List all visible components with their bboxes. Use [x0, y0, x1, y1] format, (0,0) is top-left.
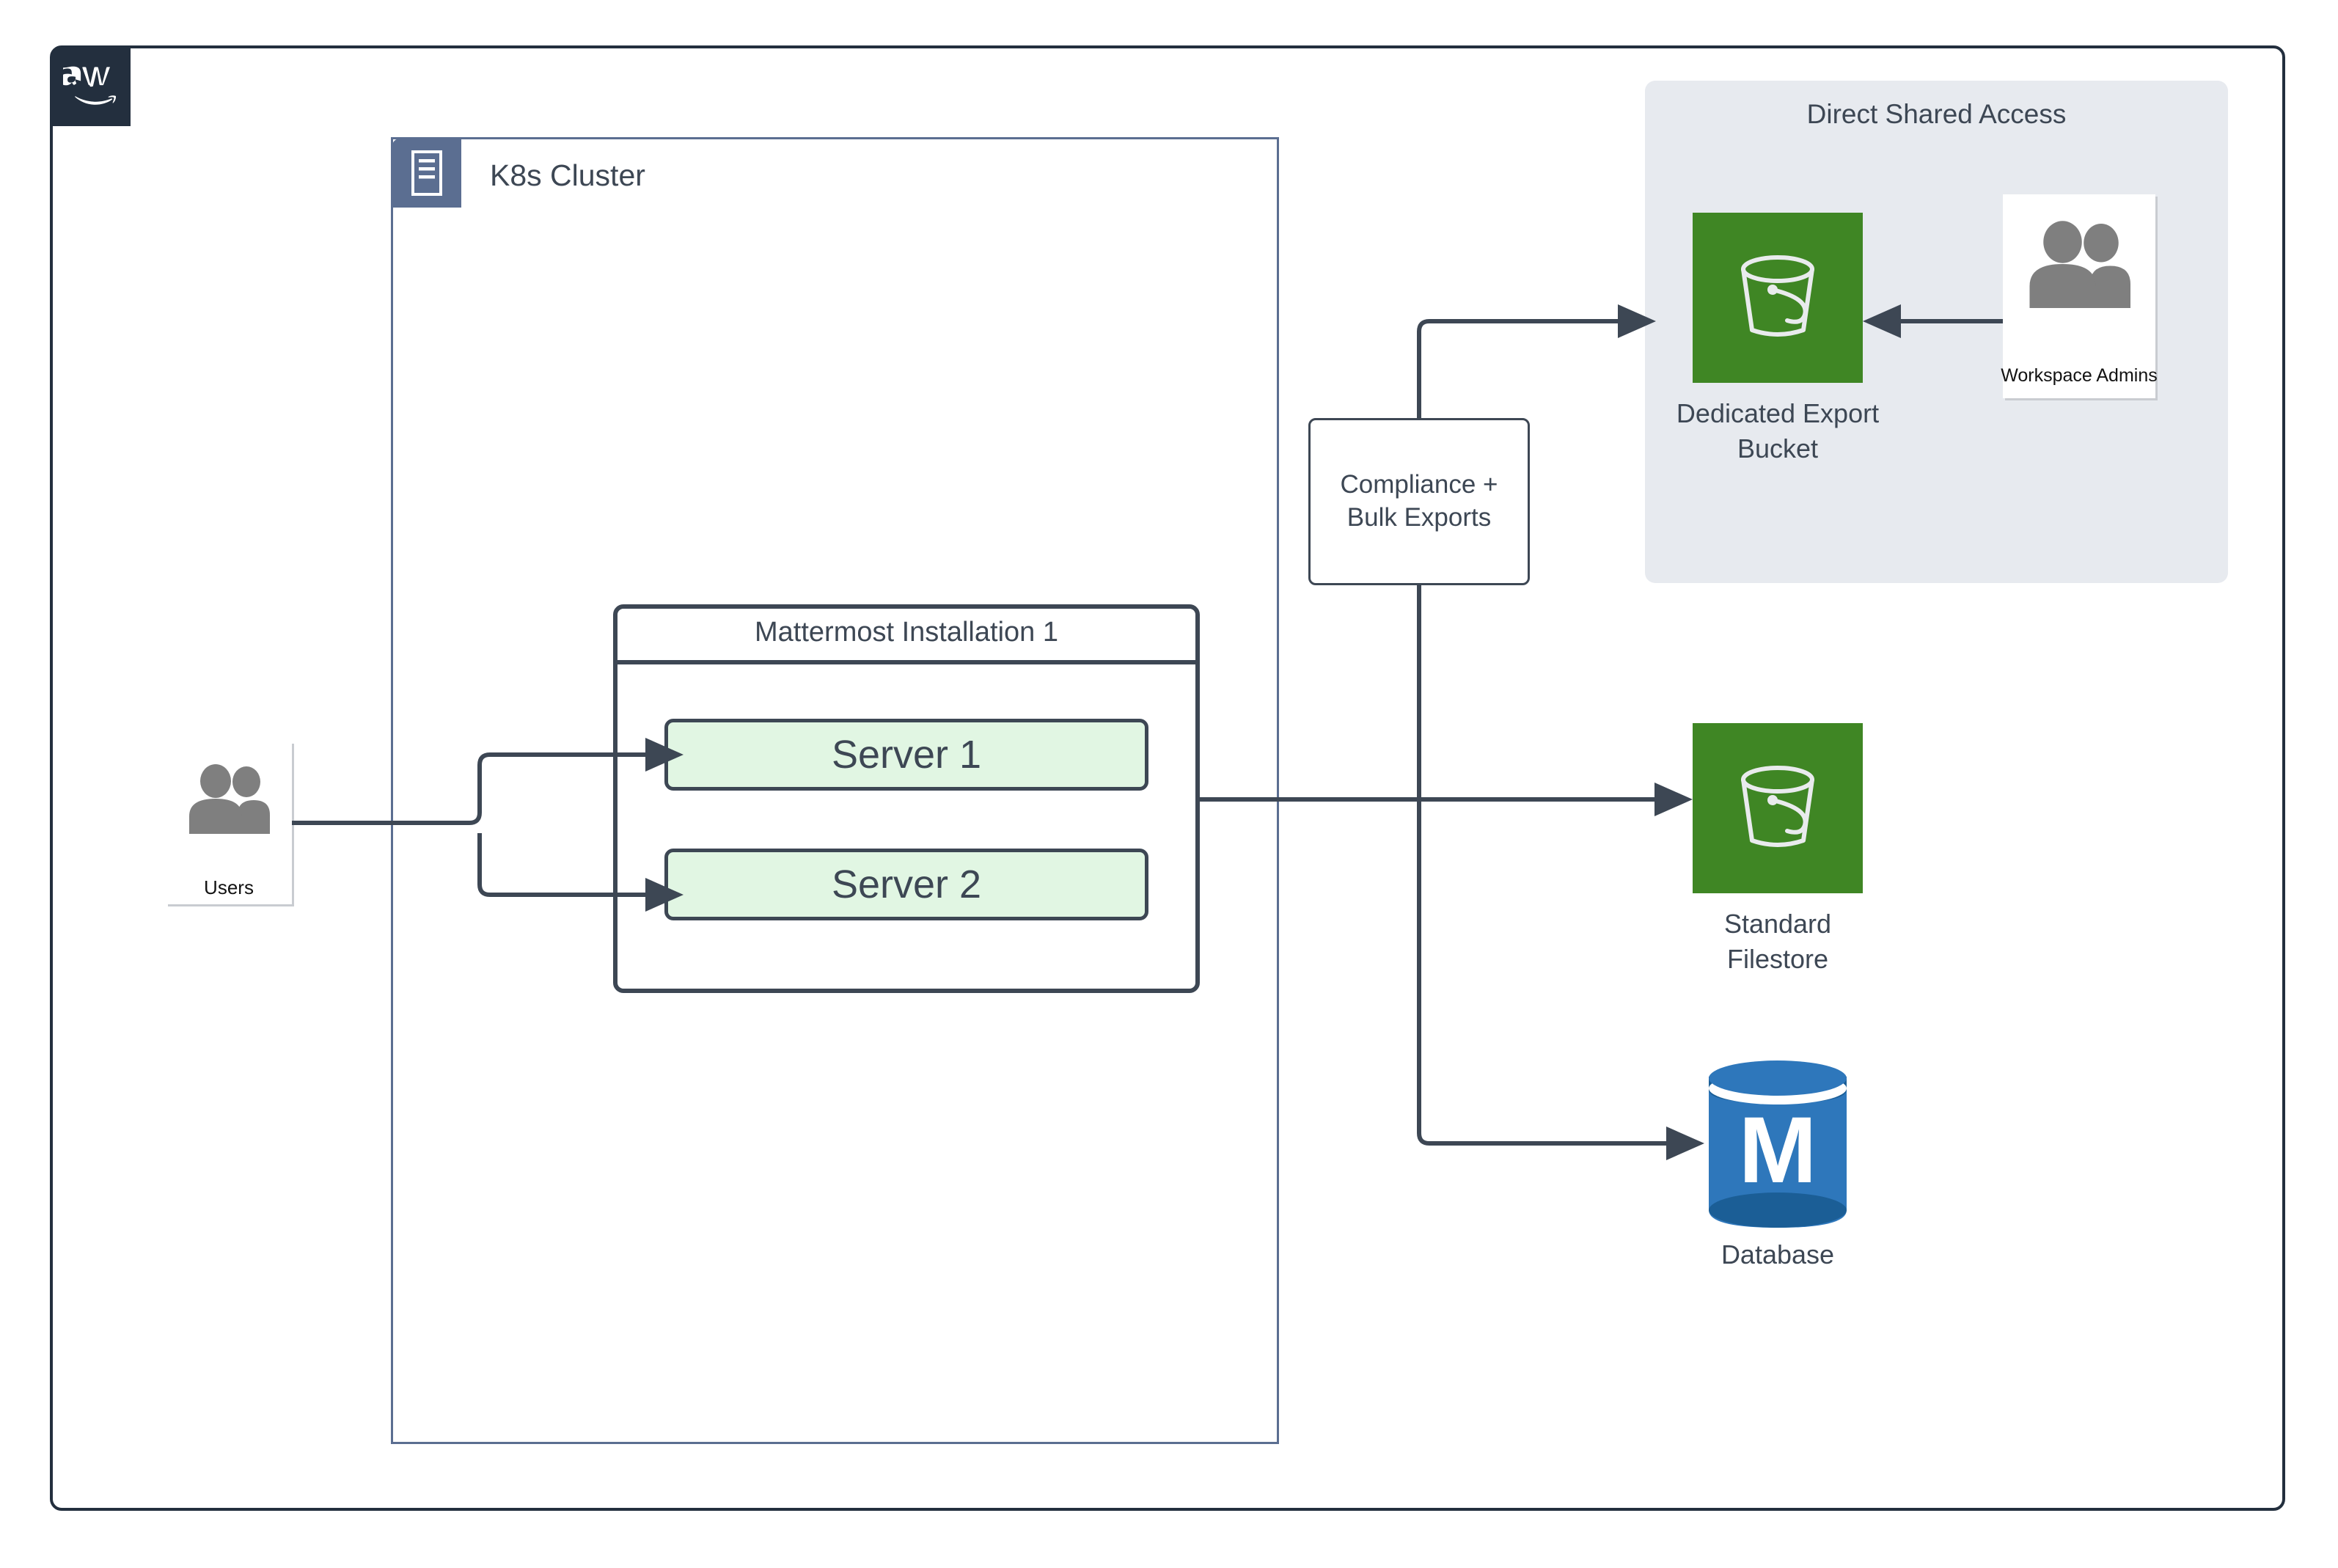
s3-bucket-icon — [1741, 766, 1814, 847]
workspace-admins-actor-label: Workspace Admins — [2001, 365, 2158, 386]
mattermost-installation-title: Mattermost Installation 1 — [755, 616, 1058, 648]
svg-text:M: M — [1739, 1098, 1817, 1203]
users-group-icon — [2022, 220, 2136, 308]
server-rack-icon — [392, 139, 461, 208]
dedicated-export-bucket-node[interactable] — [1693, 213, 1863, 383]
compliance-label-line-1: Compliance + — [1340, 470, 1498, 499]
server-node-2-label: Server 2 — [831, 862, 982, 906]
database-caption: Database — [1720, 1239, 1835, 1270]
standard-filestore-node[interactable] — [1693, 723, 1863, 893]
k8s-cluster-title: K8s Cluster — [490, 158, 645, 192]
aws-logo-icon — [51, 47, 131, 126]
standard-filestore-caption: Standard Filestore — [1576, 906, 1979, 976]
compliance-label-line-2: Bulk Exports — [1346, 503, 1492, 532]
dedicated-export-bucket-caption: Dedicated Export Bucket — [1576, 396, 1979, 466]
mattermost-database-cylinder-icon: M — [1709, 1060, 1847, 1228]
dedicated-export-bucket-caption-line-2: Bucket — [1737, 433, 1819, 464]
direct-shared-access-title: Direct Shared Access — [1806, 99, 2067, 129]
database-node[interactable]: M — [1704, 1056, 1851, 1232]
mattermost-installation-box — [613, 604, 1200, 993]
mattermost-installation-header: Mattermost Installation 1 — [613, 604, 1200, 664]
server-node-1-label: Server 1 — [831, 733, 982, 777]
dedicated-export-bucket-caption-line-1: Dedicated Export — [1676, 398, 1880, 428]
server-node-2[interactable]: Server 2 — [664, 849, 1148, 920]
s3-bucket-icon — [1741, 255, 1814, 337]
compliance-bulk-exports-node[interactable]: Compliance + Bulk Exports — [1308, 418, 1530, 585]
users-actor-label: Users — [204, 876, 254, 898]
users-group-icon — [183, 763, 274, 834]
standard-filestore-caption-line-2: Filestore — [1726, 943, 1829, 974]
server-node-1[interactable]: Server 1 — [664, 719, 1148, 791]
standard-filestore-caption-line-1: Standard — [1723, 909, 1832, 939]
